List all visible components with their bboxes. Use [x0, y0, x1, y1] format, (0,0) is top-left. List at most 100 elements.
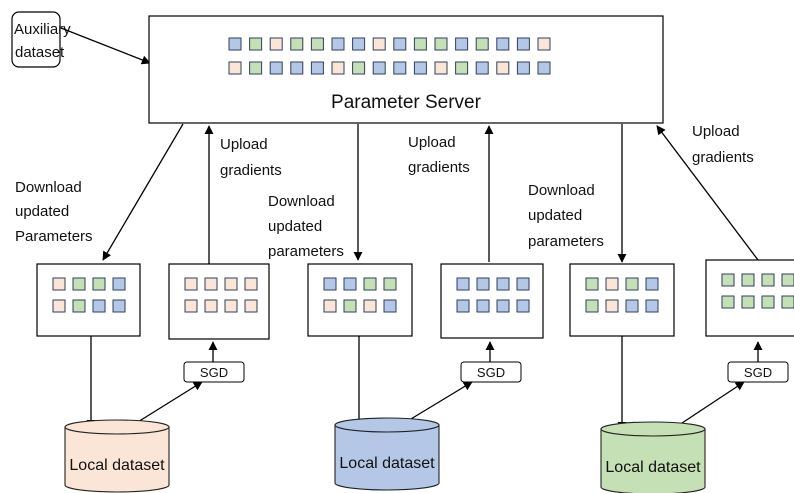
client-cell [323, 277, 337, 291]
dataset-label: Local dataset [339, 455, 435, 472]
server-cell [516, 61, 530, 75]
client-box-3 [307, 263, 413, 337]
server-cell [455, 61, 469, 75]
server-parameter-cells [228, 37, 551, 75]
auxiliary-to-server-arrow [60, 27, 151, 65]
client-cell [456, 277, 470, 291]
server-cell [434, 61, 448, 75]
sgd-box-2-frame [460, 361, 522, 383]
upload-label-3: Upload gradients [692, 123, 754, 166]
upload-arrow-3 [656, 125, 759, 261]
client-cell [52, 277, 66, 291]
client-cell [343, 277, 357, 291]
client-cell [323, 299, 337, 313]
client-cell [383, 299, 397, 313]
parameter-server-title: Parameter Server [331, 92, 482, 113]
dataset-to-sgd-arrow-2 [400, 381, 473, 426]
client-cell [605, 277, 619, 291]
client-cell [585, 299, 599, 313]
client-cell [92, 299, 106, 313]
download-label-3-line2: updated [528, 207, 582, 224]
download-arrows [102, 123, 627, 263]
client-cell [496, 277, 510, 291]
server-cell [331, 61, 345, 75]
client-cell [244, 299, 258, 313]
download-label-2-line3: parameters [268, 243, 344, 260]
client-cell [585, 277, 599, 291]
server-cell [352, 61, 366, 75]
dataset-cylinder-top [334, 417, 440, 433]
client-cell [781, 273, 794, 287]
client-cell [516, 299, 530, 313]
sgd-box-3-label: SGD [744, 365, 772, 380]
local-dataset-3: Local dataset [600, 421, 706, 493]
sgd-box-2: SGD [460, 361, 522, 383]
sgd-box-1-frame [183, 361, 245, 383]
client-box-6 [705, 259, 794, 337]
server-cell [537, 61, 551, 75]
dataset-cylinder-body [600, 428, 706, 493]
client-parameter-boxes [36, 259, 794, 340]
server-cell [352, 37, 366, 51]
dataset-label: Local dataset [605, 459, 701, 476]
server-cell [393, 37, 407, 51]
server-cell [372, 37, 386, 51]
server-cell [228, 61, 242, 75]
server-cell [413, 37, 427, 51]
client-cell [645, 277, 659, 291]
client-cell [112, 299, 126, 313]
upload-label-2-line2: gradients [408, 159, 470, 176]
upload-label-3-line1: Upload [692, 123, 740, 140]
server-cell [496, 37, 510, 51]
download-label-3-line3: parameters [528, 233, 604, 250]
download-label-3: Download updated parameters [528, 182, 604, 250]
sgd-box-2-label: SGD [477, 365, 505, 380]
server-cell [249, 61, 263, 75]
download-label-1: Download updated Parameters [15, 179, 93, 245]
server-cell [228, 37, 242, 51]
server-cell [290, 37, 304, 51]
client-cell [92, 277, 106, 291]
auxiliary-dataset-line2: dataset [15, 44, 65, 61]
upload-label-3-line2: gradients [692, 149, 754, 166]
client-cell [516, 277, 530, 291]
upload-arrows [204, 125, 759, 264]
sgd-box-1: SGD [183, 361, 245, 383]
server-cell [455, 37, 469, 51]
parameter-server: Parameter Server [148, 15, 664, 124]
client-cell [741, 295, 755, 309]
sgd-box-3: SGD [727, 361, 789, 383]
client-cell [383, 277, 397, 291]
client-cell [605, 299, 619, 313]
client-cell [224, 299, 238, 313]
server-cell [475, 61, 489, 75]
client-cell [72, 277, 86, 291]
client-cell [456, 299, 470, 313]
client-cell [741, 273, 755, 287]
dataset-cylinder-body [334, 424, 440, 491]
upload-label-1: Upload gradients [220, 136, 282, 179]
download-label-1-line3: Parameters [15, 228, 93, 245]
client-cell [761, 273, 775, 287]
local-dataset-2: Local dataset [334, 417, 440, 491]
client-cell [204, 277, 218, 291]
server-cell [434, 37, 448, 51]
server-cell [310, 61, 324, 75]
server-cell [290, 61, 304, 75]
client-cell [363, 299, 377, 313]
client-cell [204, 299, 218, 313]
server-cell [269, 37, 283, 51]
server-cell [413, 61, 427, 75]
client-cell [343, 299, 357, 313]
server-cell [331, 37, 345, 51]
dataset-to-sgd-arrows [132, 381, 745, 428]
dataset-cylinder-body [64, 426, 170, 493]
server-cell [537, 37, 551, 51]
sgd-to-box-arrows [208, 341, 763, 362]
client-cell [625, 299, 639, 313]
client-cell [761, 295, 775, 309]
client-cell [645, 299, 659, 313]
dataset-to-sgd-arrow-1 [132, 381, 203, 426]
